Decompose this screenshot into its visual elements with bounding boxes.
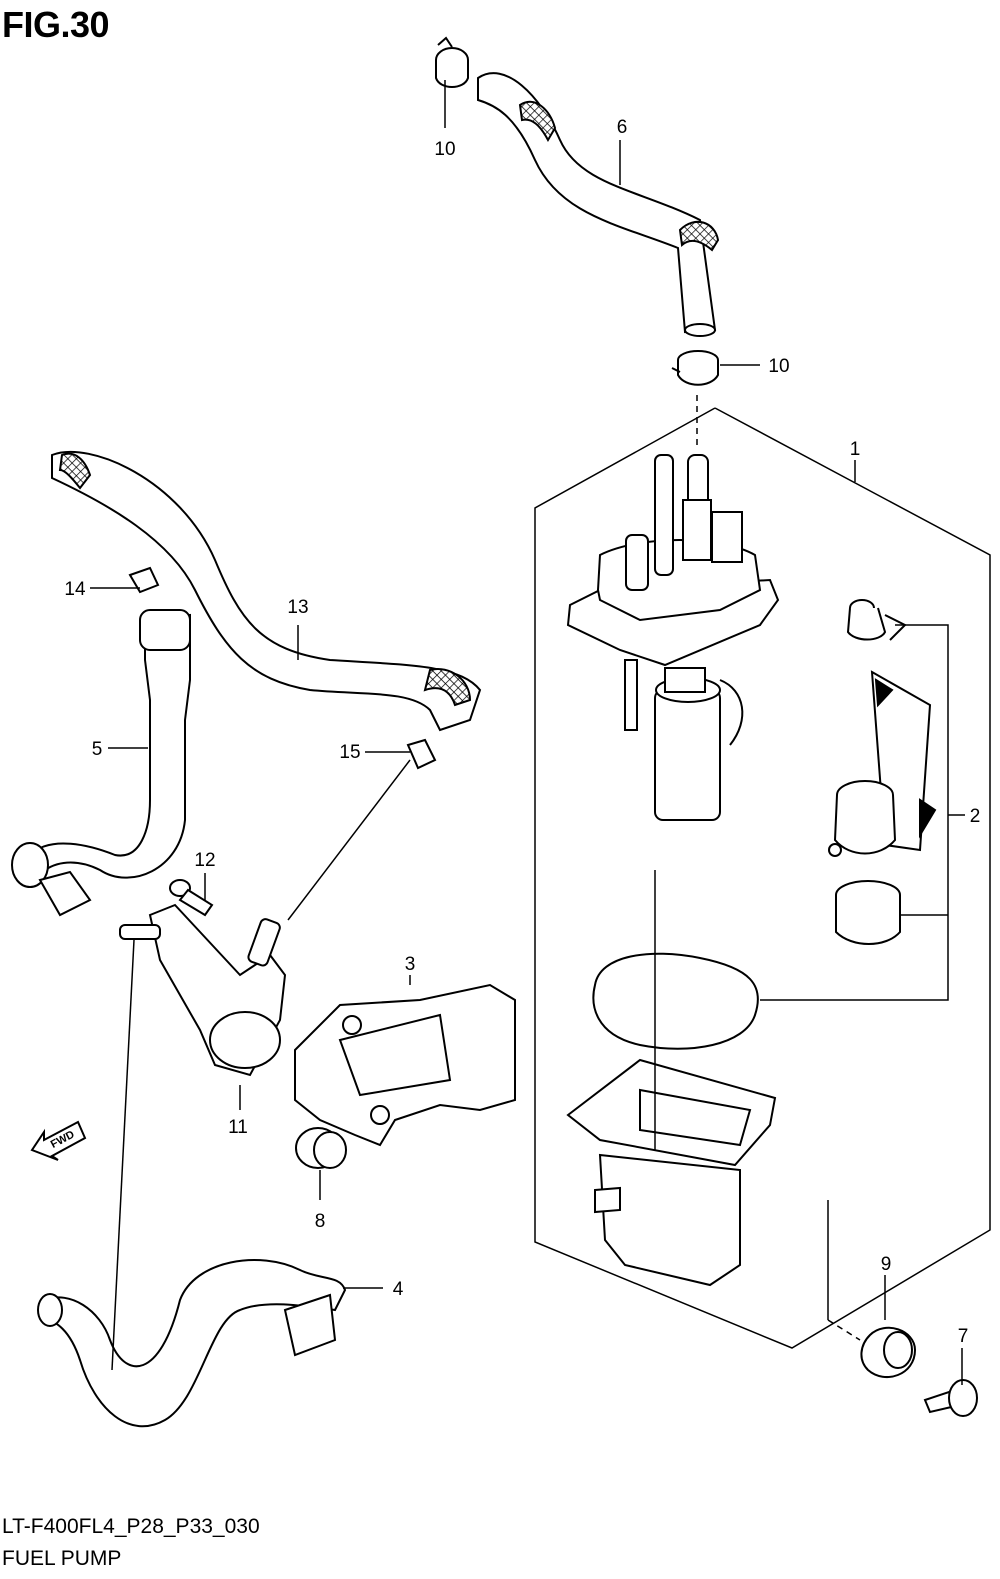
part-14-clip[interactable] bbox=[128, 566, 160, 594]
part-1-fuel-pump-motor[interactable] bbox=[654, 667, 744, 821]
callout-2: 2 bbox=[970, 806, 981, 827]
callout-10-upper: 10 bbox=[434, 139, 455, 160]
leader-lines bbox=[90, 80, 965, 1385]
part-15-clip[interactable] bbox=[406, 738, 437, 770]
fwd-arrow-icon: FWD bbox=[30, 1120, 87, 1161]
part-8-cushion[interactable] bbox=[295, 1127, 347, 1169]
callout-5: 5 bbox=[92, 739, 103, 760]
figure-title: FIG.30 bbox=[2, 4, 110, 45]
part-7-bolt[interactable] bbox=[923, 1379, 978, 1417]
callout-12: 12 bbox=[194, 850, 215, 871]
part-11-fuel-valve[interactable] bbox=[119, 903, 287, 1077]
callout-9: 9 bbox=[881, 1254, 892, 1275]
callout-7: 7 bbox=[958, 1326, 969, 1347]
callout-1: 1 bbox=[850, 439, 861, 460]
callout-14: 14 bbox=[64, 579, 86, 600]
part-10-lower-clamp[interactable] bbox=[671, 350, 719, 386]
part-2-grommet[interactable] bbox=[846, 599, 907, 641]
part-4-fuel-hose[interactable] bbox=[37, 1259, 347, 1428]
callout-6: 6 bbox=[617, 117, 628, 138]
figure-code: LT-F400FL4_P28_P33_030 bbox=[2, 1515, 260, 1538]
part-13-fuel-hose[interactable] bbox=[51, 450, 482, 732]
part-6-fuel-hose[interactable] bbox=[477, 72, 720, 337]
assembly-outline bbox=[534, 407, 991, 1349]
part-12-bolt[interactable] bbox=[169, 879, 214, 917]
figure-name: FUEL PUMP bbox=[2, 1547, 122, 1570]
part-2-strainer-holder[interactable] bbox=[828, 780, 897, 857]
callout-3: 3 bbox=[405, 954, 416, 975]
callout-8: 8 bbox=[315, 1211, 326, 1232]
part-1-pump-housing[interactable] bbox=[566, 1058, 777, 1287]
callout-10-lower: 10 bbox=[768, 356, 789, 377]
callout-4: 4 bbox=[393, 1279, 404, 1300]
part-2-gasket[interactable] bbox=[592, 952, 759, 1050]
part-9-grommet[interactable] bbox=[860, 1326, 917, 1379]
part-1-fuel-pump-top[interactable] bbox=[566, 454, 780, 731]
callout-15: 15 bbox=[339, 742, 360, 763]
part-2-retainer-ring[interactable] bbox=[835, 880, 901, 945]
part-5-fuel-hose[interactable] bbox=[11, 609, 191, 917]
part-10-upper-clamp[interactable] bbox=[435, 36, 469, 88]
part-3-bracket[interactable] bbox=[294, 983, 516, 1147]
callout-11: 11 bbox=[228, 1117, 248, 1138]
callout-13: 13 bbox=[287, 597, 308, 618]
